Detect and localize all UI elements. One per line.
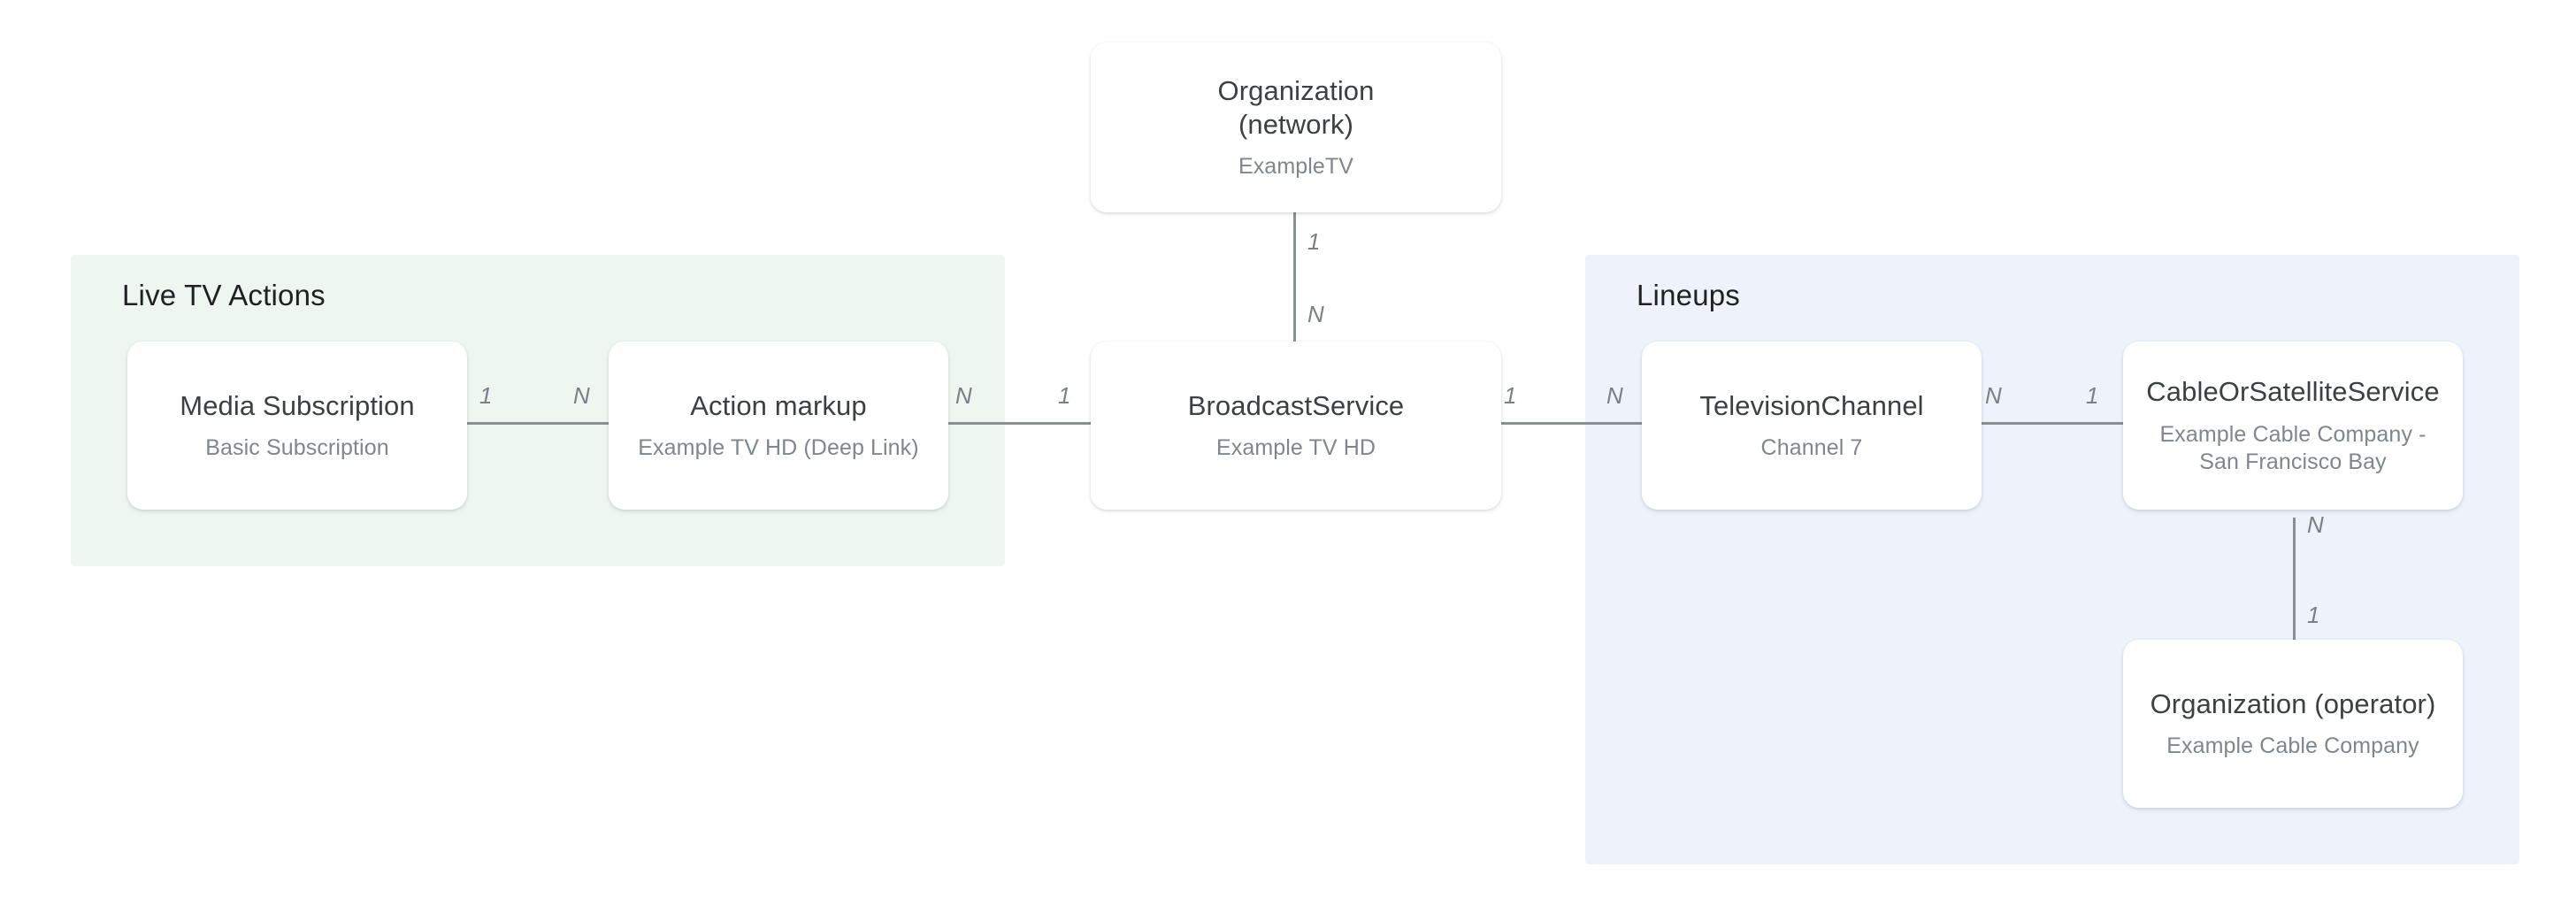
edge-cardinality-tvchannel-target: 1 <box>2086 382 2099 409</box>
group-title-lineups: Lineups <box>1637 279 1740 311</box>
node-subtitle-broadcast-service: Example TV HD <box>1215 435 1376 461</box>
node-organization-operator[interactable]: Organization (operator) Example Cable Co… <box>2123 640 2463 808</box>
node-action-markup[interactable]: Action markup Example TV HD (Deep Link) <box>609 342 948 510</box>
edge-cardinality-tvchannel-source: N <box>1985 382 2003 409</box>
edge-cardinality-broadcast-target: N <box>1606 382 1624 409</box>
node-television-channel[interactable]: TelevisionChannel Channel 7 <box>1642 342 1982 510</box>
node-media-subscription[interactable]: Media Subscription Basic Subscription <box>127 342 467 510</box>
edge-cardinality-action-source: N <box>955 382 973 409</box>
edge-cardinality-action-target: 1 <box>1058 382 1071 409</box>
node-subtitle-organization-operator: Example Cable Company <box>2166 733 2419 759</box>
edge-cardinality-media-sub-source: 1 <box>479 382 493 409</box>
edge-cardinality-broadcast-source: 1 <box>1504 382 1517 409</box>
node-organization-network[interactable]: Organization (network) ExampleTV <box>1091 42 1501 212</box>
node-broadcast-service[interactable]: BroadcastService Example TV HD <box>1091 342 1501 510</box>
node-subtitle-action-markup: Example TV HD (Deep Link) <box>638 435 919 461</box>
edge-tvchannel-to-cablesat <box>1973 422 2128 425</box>
edge-broadcast-to-tvchannel <box>1491 422 1645 425</box>
node-cable-or-satellite-service[interactable]: CableOrSatelliteService Example Cable Co… <box>2123 342 2463 510</box>
node-subtitle-organization-network: ExampleTV <box>1238 154 1354 180</box>
node-title-media-subscription: Media Subscription <box>180 389 415 421</box>
edge-cardinality-cablesat-target: 1 <box>2307 602 2320 628</box>
group-title-live-tv-actions: Live TV Actions <box>122 279 326 311</box>
node-subtitle-media-subscription: Basic Subscription <box>205 435 389 461</box>
edge-action-to-broadcast <box>943 422 1100 425</box>
edge-cardinality-cablesat-source: N <box>2307 511 2325 538</box>
node-title-organization-operator: Organization (operator) <box>2150 687 2436 719</box>
node-subtitle-television-channel: Channel 7 <box>1760 435 1863 461</box>
edge-org-network-to-broadcast <box>1293 211 1296 344</box>
node-title-line2: (network) <box>1238 108 1354 140</box>
node-title-television-channel: TelevisionChannel <box>1699 389 1924 421</box>
node-title-organization-network: Organization (network) <box>1218 74 1375 142</box>
node-subtitle-cable-or-satellite-service: Example Cable Company - San Francisco Ba… <box>2159 421 2426 474</box>
node-title-cable-or-satellite-service: CableOrSatelliteService <box>2146 376 2440 408</box>
edge-cablesat-to-org-operator <box>2293 518 2296 641</box>
node-title-line1: Organization <box>1217 74 1375 106</box>
edge-cardinality-org-network-source: 1 <box>1307 228 1321 255</box>
node-title-action-markup: Action markup <box>690 389 867 421</box>
edge-cardinality-org-network-target: N <box>1307 301 1325 327</box>
edge-cardinality-media-sub-target: N <box>573 382 591 409</box>
edge-media-sub-to-action <box>467 422 609 425</box>
node-title-broadcast-service: BroadcastService <box>1187 389 1405 421</box>
